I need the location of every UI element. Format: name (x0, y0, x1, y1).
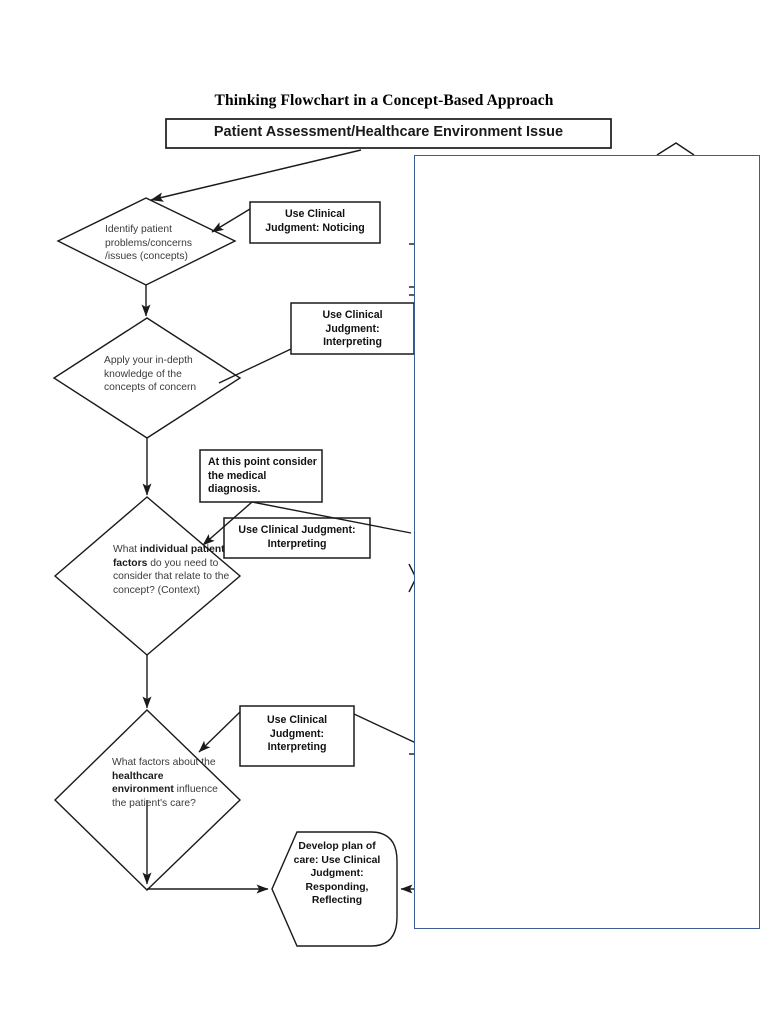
note-interpreting-1-line-2: Interpreting (323, 336, 382, 349)
decision-apply-knowledge-label: Apply your in-depth knowledge of the con… (104, 355, 197, 394)
decision-patient-factors-part-1: individual patient factors (113, 544, 225, 569)
note-interpreting-1-line-1: Judgment: (325, 322, 380, 335)
terminal-develop-plan-label: Develop plan of care: Use Clinical Judgm… (281, 840, 393, 908)
decision-healthcare-environment-part-2: influence the patient's care? (112, 784, 218, 810)
note-interpreting-3-line-0: Use Clinical (266, 714, 328, 726)
hidden-diamond-peak (656, 142, 695, 156)
note-interpreting-2-line-1: Interpreting (267, 537, 327, 550)
decision-healthcare-environment-part-0: What factors about the (112, 757, 216, 768)
terminal-develop-plan-line-0: Develop plan of (298, 841, 376, 852)
terminal-develop-plan-line-3: Responding, (305, 881, 369, 893)
decision-healthcare-environment-shape (53, 709, 242, 891)
connector-interpreting1-to-diamond2 (218, 348, 292, 384)
blank-overlay-panel (414, 155, 760, 929)
note-interpreting-2-box (223, 517, 371, 559)
terminal-develop-plan-line-4: Reflecting (311, 895, 363, 907)
note-interpreting-2-line-0: Use Clinical Judgment: (238, 524, 356, 536)
connector-diagnosis-to-interpreting2 (251, 501, 412, 534)
note-interpreting-3-line-1: Judgment: (269, 727, 325, 740)
note-interpreting-1-line-0: Use Clinical (322, 309, 383, 321)
decision-healthcare-environment-part-1: healthcare environment (112, 770, 174, 796)
note-noticing-box (249, 201, 381, 244)
connector-interpreting3-to-diamond4 (198, 711, 241, 753)
note-noticing-line-0: Use Clinical (284, 208, 346, 220)
header-label: Patient Assessment/Healthcare Environmen… (213, 124, 564, 140)
decision-patient-factors-part-2: do you need to consider that relate to t… (113, 557, 230, 597)
connector-noticing-to-diamond1 (211, 208, 251, 233)
note-medical-diagnosis-box (199, 449, 323, 503)
terminal-develop-plan-shape (271, 831, 398, 947)
terminal-develop-plan-line-2: Judgment: (310, 868, 364, 880)
header-box (165, 118, 612, 149)
connector-interpreting3-to-right (353, 713, 417, 744)
note-interpreting-2-label: Use Clinical Judgment: Interpreting (226, 524, 368, 551)
note-interpreting-1-label: Use Clinical Judgment: Interpreting (293, 309, 412, 350)
note-medical-diagnosis-line-2: diagnosis. (208, 483, 261, 496)
note-medical-diagnosis-line-0: At this point consider (208, 456, 317, 468)
decision-patient-factors-label: What individual patient factors do you n… (113, 543, 231, 598)
connector-header-to-identify (150, 149, 362, 202)
note-medical-diagnosis-line-1: the medical (208, 469, 267, 482)
note-interpreting-3-line-2: Interpreting (267, 741, 327, 754)
page-title: Thinking Flowchart in a Concept-Based Ap… (214, 92, 554, 109)
note-interpreting-3-label: Use Clinical Judgment: Interpreting (242, 714, 352, 755)
decision-patient-factors-part-0: What (113, 544, 140, 555)
note-noticing-label: Use Clinical Judgment: Noticing (252, 208, 378, 235)
note-interpreting-3-box (239, 705, 355, 767)
note-noticing-line-1: Judgment: Noticing (265, 221, 365, 234)
terminal-develop-plan-line-1: care: Use Clinical (293, 854, 381, 866)
decision-healthcare-environment-label: What factors about the healthcare enviro… (112, 756, 225, 811)
decision-identify-problems-label: Identify patient problems/concerns /issu… (105, 224, 192, 263)
note-medical-diagnosis-label: At this point consider the medical diagn… (208, 456, 320, 497)
connector-diagnosis-to-diamond3 (202, 501, 253, 546)
